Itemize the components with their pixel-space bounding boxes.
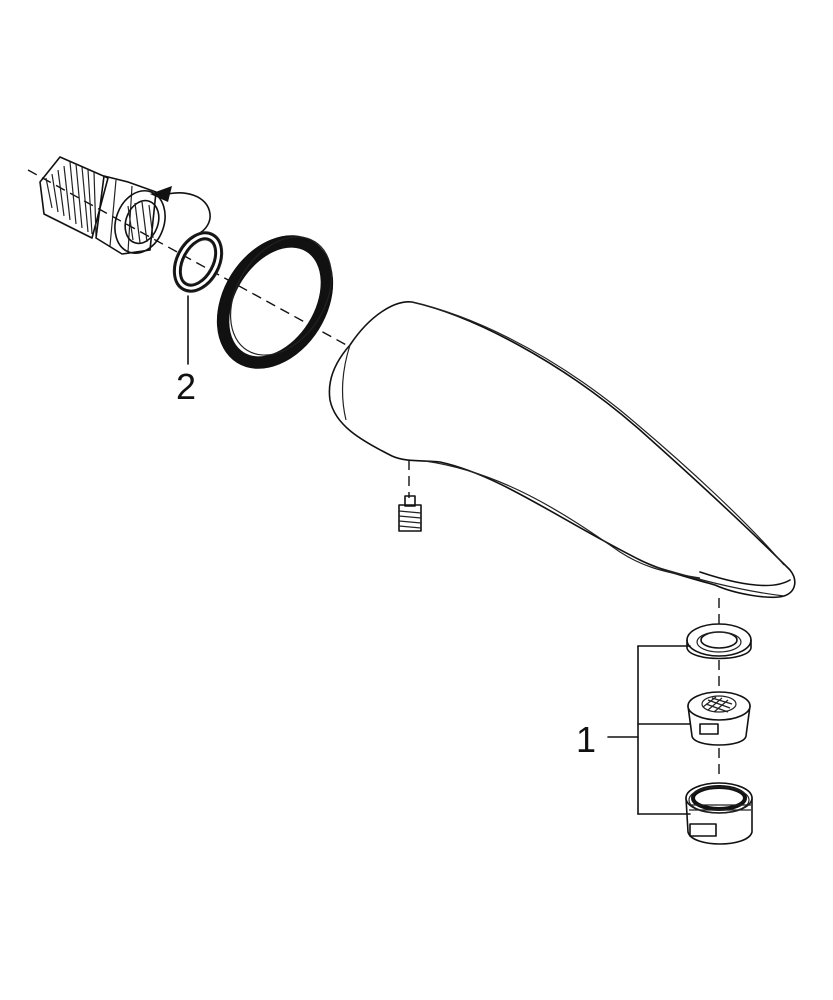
callout-label-2: 2: [176, 366, 196, 407]
aerator-insert: [687, 691, 751, 746]
aerator-washer: [686, 623, 752, 660]
aerator-housing: [685, 782, 753, 845]
callout-1: 1: [576, 645, 691, 815]
rotation-arrow-icon: [150, 186, 211, 235]
set-screw: [398, 495, 422, 532]
assembly-axis-lines: [27, 169, 720, 780]
threaded-wall-adapter: [39, 156, 166, 255]
o-ring: [172, 231, 224, 293]
callout-2: 2: [176, 295, 196, 407]
callout-label-1: 1: [576, 719, 596, 760]
bath-spout-body: [328, 301, 796, 599]
wall-flange-ring: [216, 235, 334, 369]
